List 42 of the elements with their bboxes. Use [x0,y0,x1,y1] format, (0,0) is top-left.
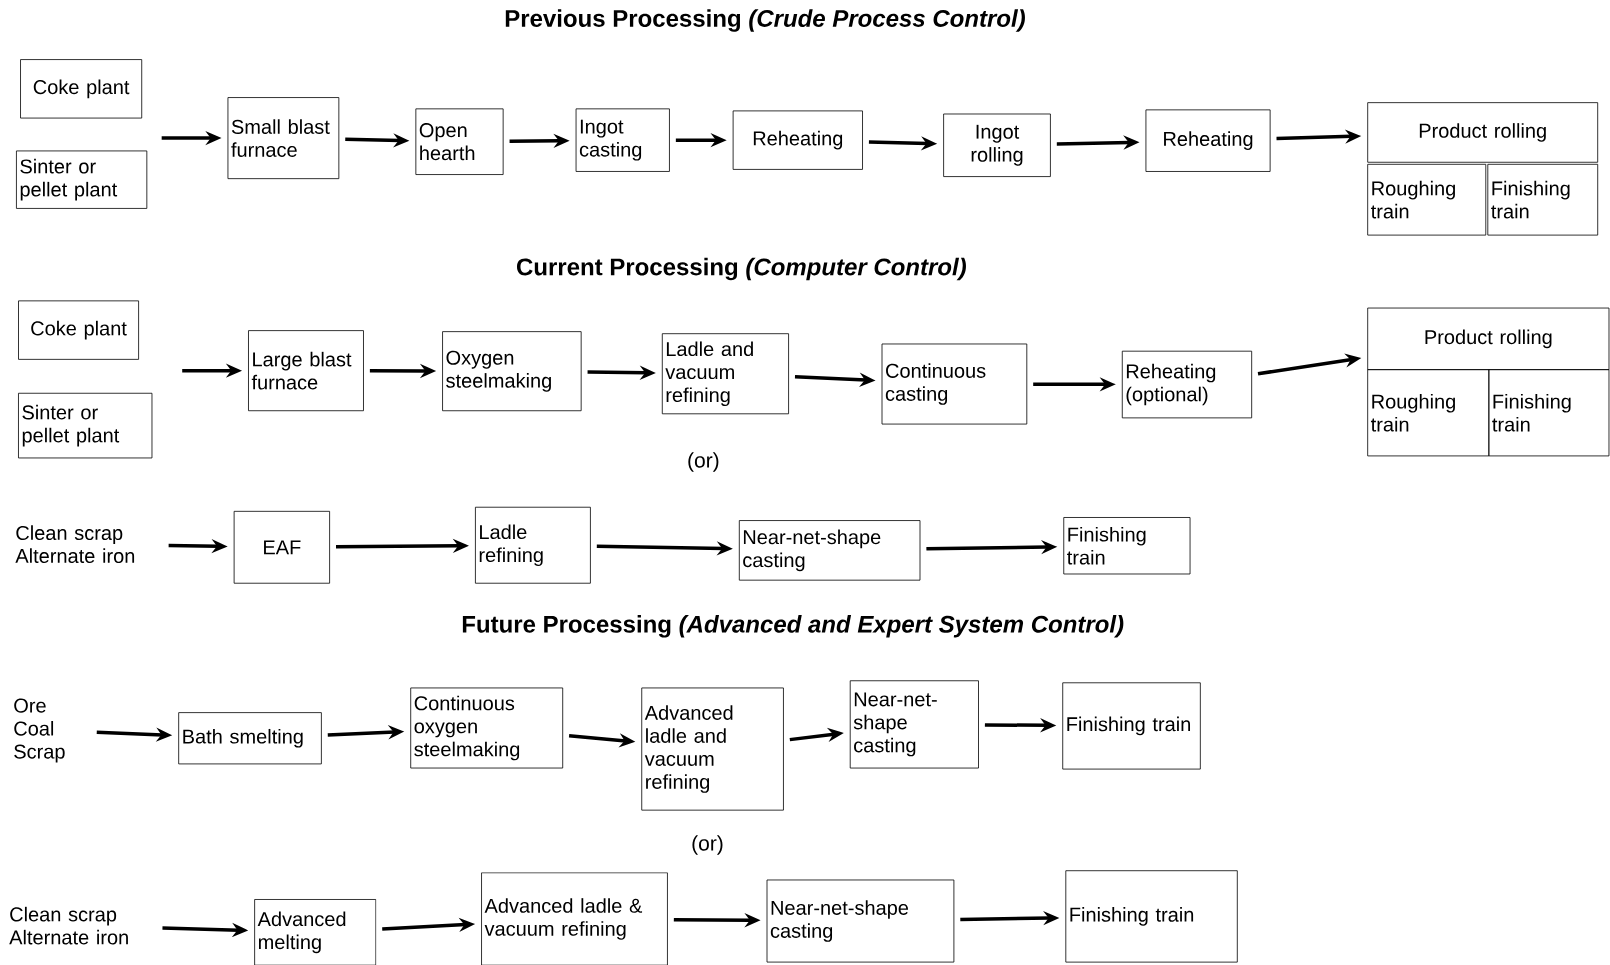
process-box: Sinter or pellet plant [16,150,148,209]
process-box: Sinter or pellet plant [18,392,153,459]
process-box: Ladle and vacuum refining [661,333,789,415]
process-box: Bath smelting [178,712,322,765]
process-box: Oxygen steelmaking [442,331,582,412]
process-box: Ladle refining [475,506,591,584]
process-box: Finishing train [1065,870,1238,963]
process-box: Coke plant [18,300,139,360]
process-box: Near-net-shape casting [849,680,979,769]
process-box: Reheating (optional) [1121,350,1253,419]
process-box: Continuous casting [881,343,1028,425]
input-text: Clean scrap Alternate iron [15,525,135,563]
process-box: Finishing train [1487,163,1599,236]
section-heading: Previous Processing (Crude Process Control) [505,9,1025,32]
process-box: Continuous oxygen steelmaking [410,687,564,769]
process-box: Open hearth [415,108,504,175]
section-heading: Future Processing (Advanced and Expert System Control) [462,615,1124,638]
process-box: EAF [233,510,330,584]
process-box: Advanced melting [254,899,377,965]
process-box: Product rolling [1367,102,1599,163]
note-text: (or) [692,835,723,855]
process-box: Reheating [732,110,863,170]
process-box: Advanced ladle and vacuum refining [641,687,784,811]
process-box: Finishing train [1062,682,1201,770]
process-box: Coke plant [20,59,143,119]
process-box: Near-net-shape casting [738,520,921,581]
process-box: Roughing train [1367,369,1490,457]
process-box: Large blast furnace [248,330,364,412]
section-heading: Current Processing (Computer Control) [517,257,966,281]
process-box: Finishing train [1063,517,1191,575]
process-box: Finishing train [1488,369,1610,457]
process-box: Ingot rolling [943,113,1051,177]
process-box: Reheating [1145,109,1271,172]
process-box: Advanced ladle & vacuum refining [481,872,668,965]
process-box: Product rolling [1367,307,1610,370]
input-text: Clean scrap Alternate iron [9,906,128,945]
process-box: Ingot casting [575,108,670,172]
process-box: Small blast furnace [227,97,340,179]
input-text: Ore Coal Scrap [14,698,65,763]
process-box: Roughing train [1367,163,1487,236]
note-text: (or) [688,452,719,472]
process-box: Near-net-shape casting [766,879,955,963]
